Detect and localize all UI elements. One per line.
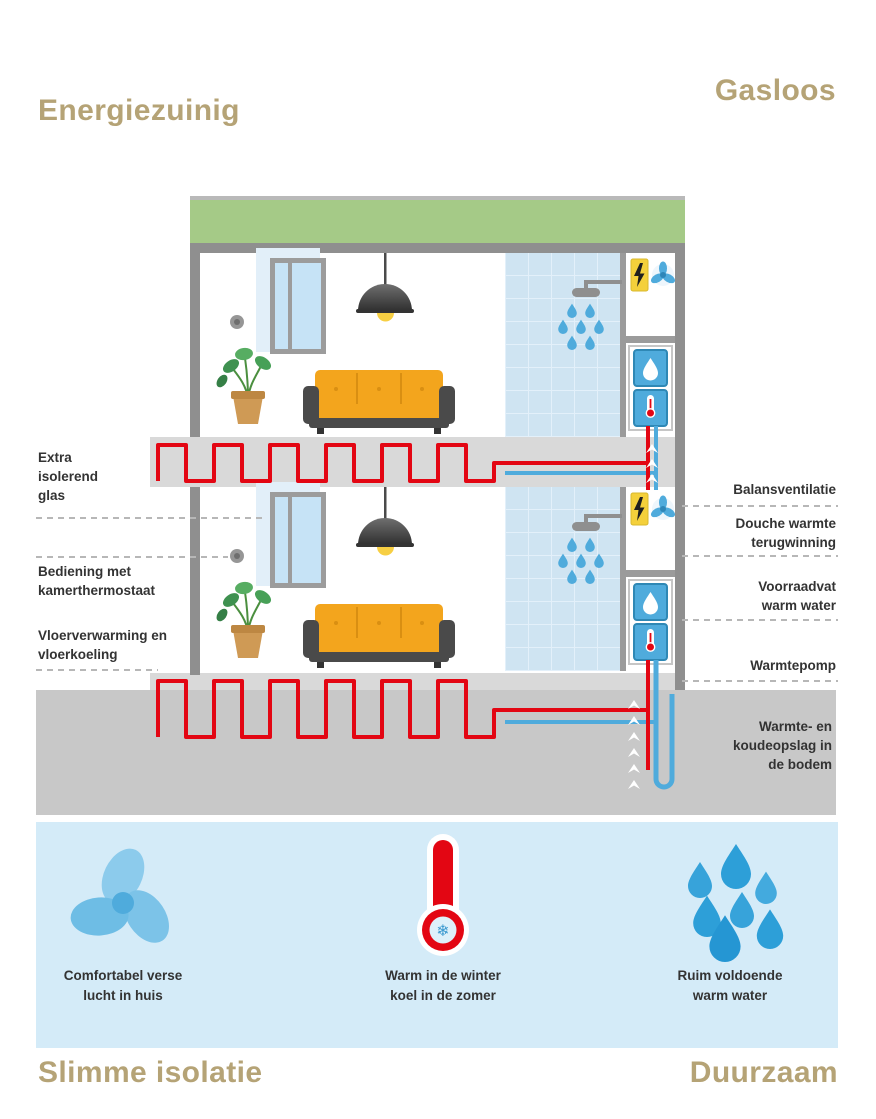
caption-warm-water: Ruim voldoende warm water <box>677 968 783 1003</box>
svg-text:❄: ❄ <box>436 921 449 940</box>
callout-warmtepomp: Warmtepomp <box>750 658 836 673</box>
callout-extra-isolerend-glas: Extra isolerend glas <box>38 450 99 504</box>
heading-duurzaam: Duurzaam <box>689 1056 838 1089</box>
roof <box>190 196 685 254</box>
borehole-pipe <box>646 660 675 790</box>
callout-warmte-koudeopslag: Warmte- en koudeopslag in de bodem <box>732 719 832 773</box>
callout-douche-warmte-terugwinning: Douche warmte terugwinning <box>735 516 836 551</box>
callout-vloerverwarming: Vloerverwarming en vloerkoeling <box>38 628 168 663</box>
callout-balansventilatie: Balansventilatie <box>733 482 836 497</box>
heading-slimme-isolatie: Slimme isolatie <box>38 1056 263 1089</box>
thermometer-icon: ❄ <box>417 834 469 956</box>
ground-slab <box>150 673 685 690</box>
callout-voorraadvat-warm-water: Voorraadvat warm water <box>758 579 836 614</box>
walls <box>190 243 685 690</box>
caption-verse-lucht: Comfortabel verse lucht in huis <box>63 968 183 1003</box>
heading-energiezuinig: Energiezuinig <box>38 94 240 127</box>
leader-lines <box>36 505 838 682</box>
caption-warm-winter-koel-zomer: Warm in de winter koel in de zomer <box>385 968 501 1003</box>
callout-kamerthermostaat: Bediening met kamerthermostaat <box>38 564 156 599</box>
fan-icon <box>70 848 169 943</box>
heading-gasloos: Gasloos <box>714 74 836 107</box>
